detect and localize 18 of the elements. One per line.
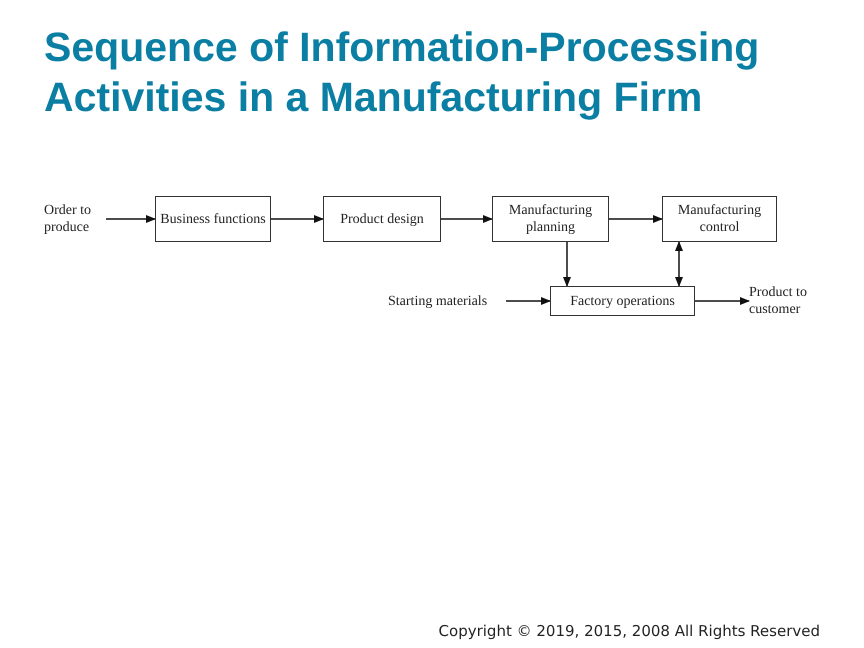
- process-box: Manufacturing planning: [492, 196, 609, 242]
- flow-text: Order to produce: [44, 200, 106, 238]
- arrow: [106, 215, 156, 223]
- arrow: [609, 215, 663, 223]
- arrow: [271, 215, 324, 223]
- process-box: Factory operations: [550, 286, 695, 316]
- arrow: [441, 215, 493, 223]
- arrow: [695, 297, 750, 305]
- copyright-note: Copyright © 2019, 2015, 2008 All Rights Reserved: [438, 621, 820, 642]
- arrow: [675, 241, 683, 287]
- flow-text: Starting materials: [388, 291, 506, 311]
- process-box: Manufacturing control: [662, 196, 777, 242]
- flow-text: Product to customer: [749, 282, 823, 320]
- slide-title: Sequence of Information-Processing Activities in a Manufacturing Firm: [44, 23, 760, 122]
- arrow: [563, 242, 571, 287]
- arrow: [506, 297, 551, 305]
- process-box: Product design: [323, 196, 441, 242]
- process-box: Business functions: [155, 196, 271, 242]
